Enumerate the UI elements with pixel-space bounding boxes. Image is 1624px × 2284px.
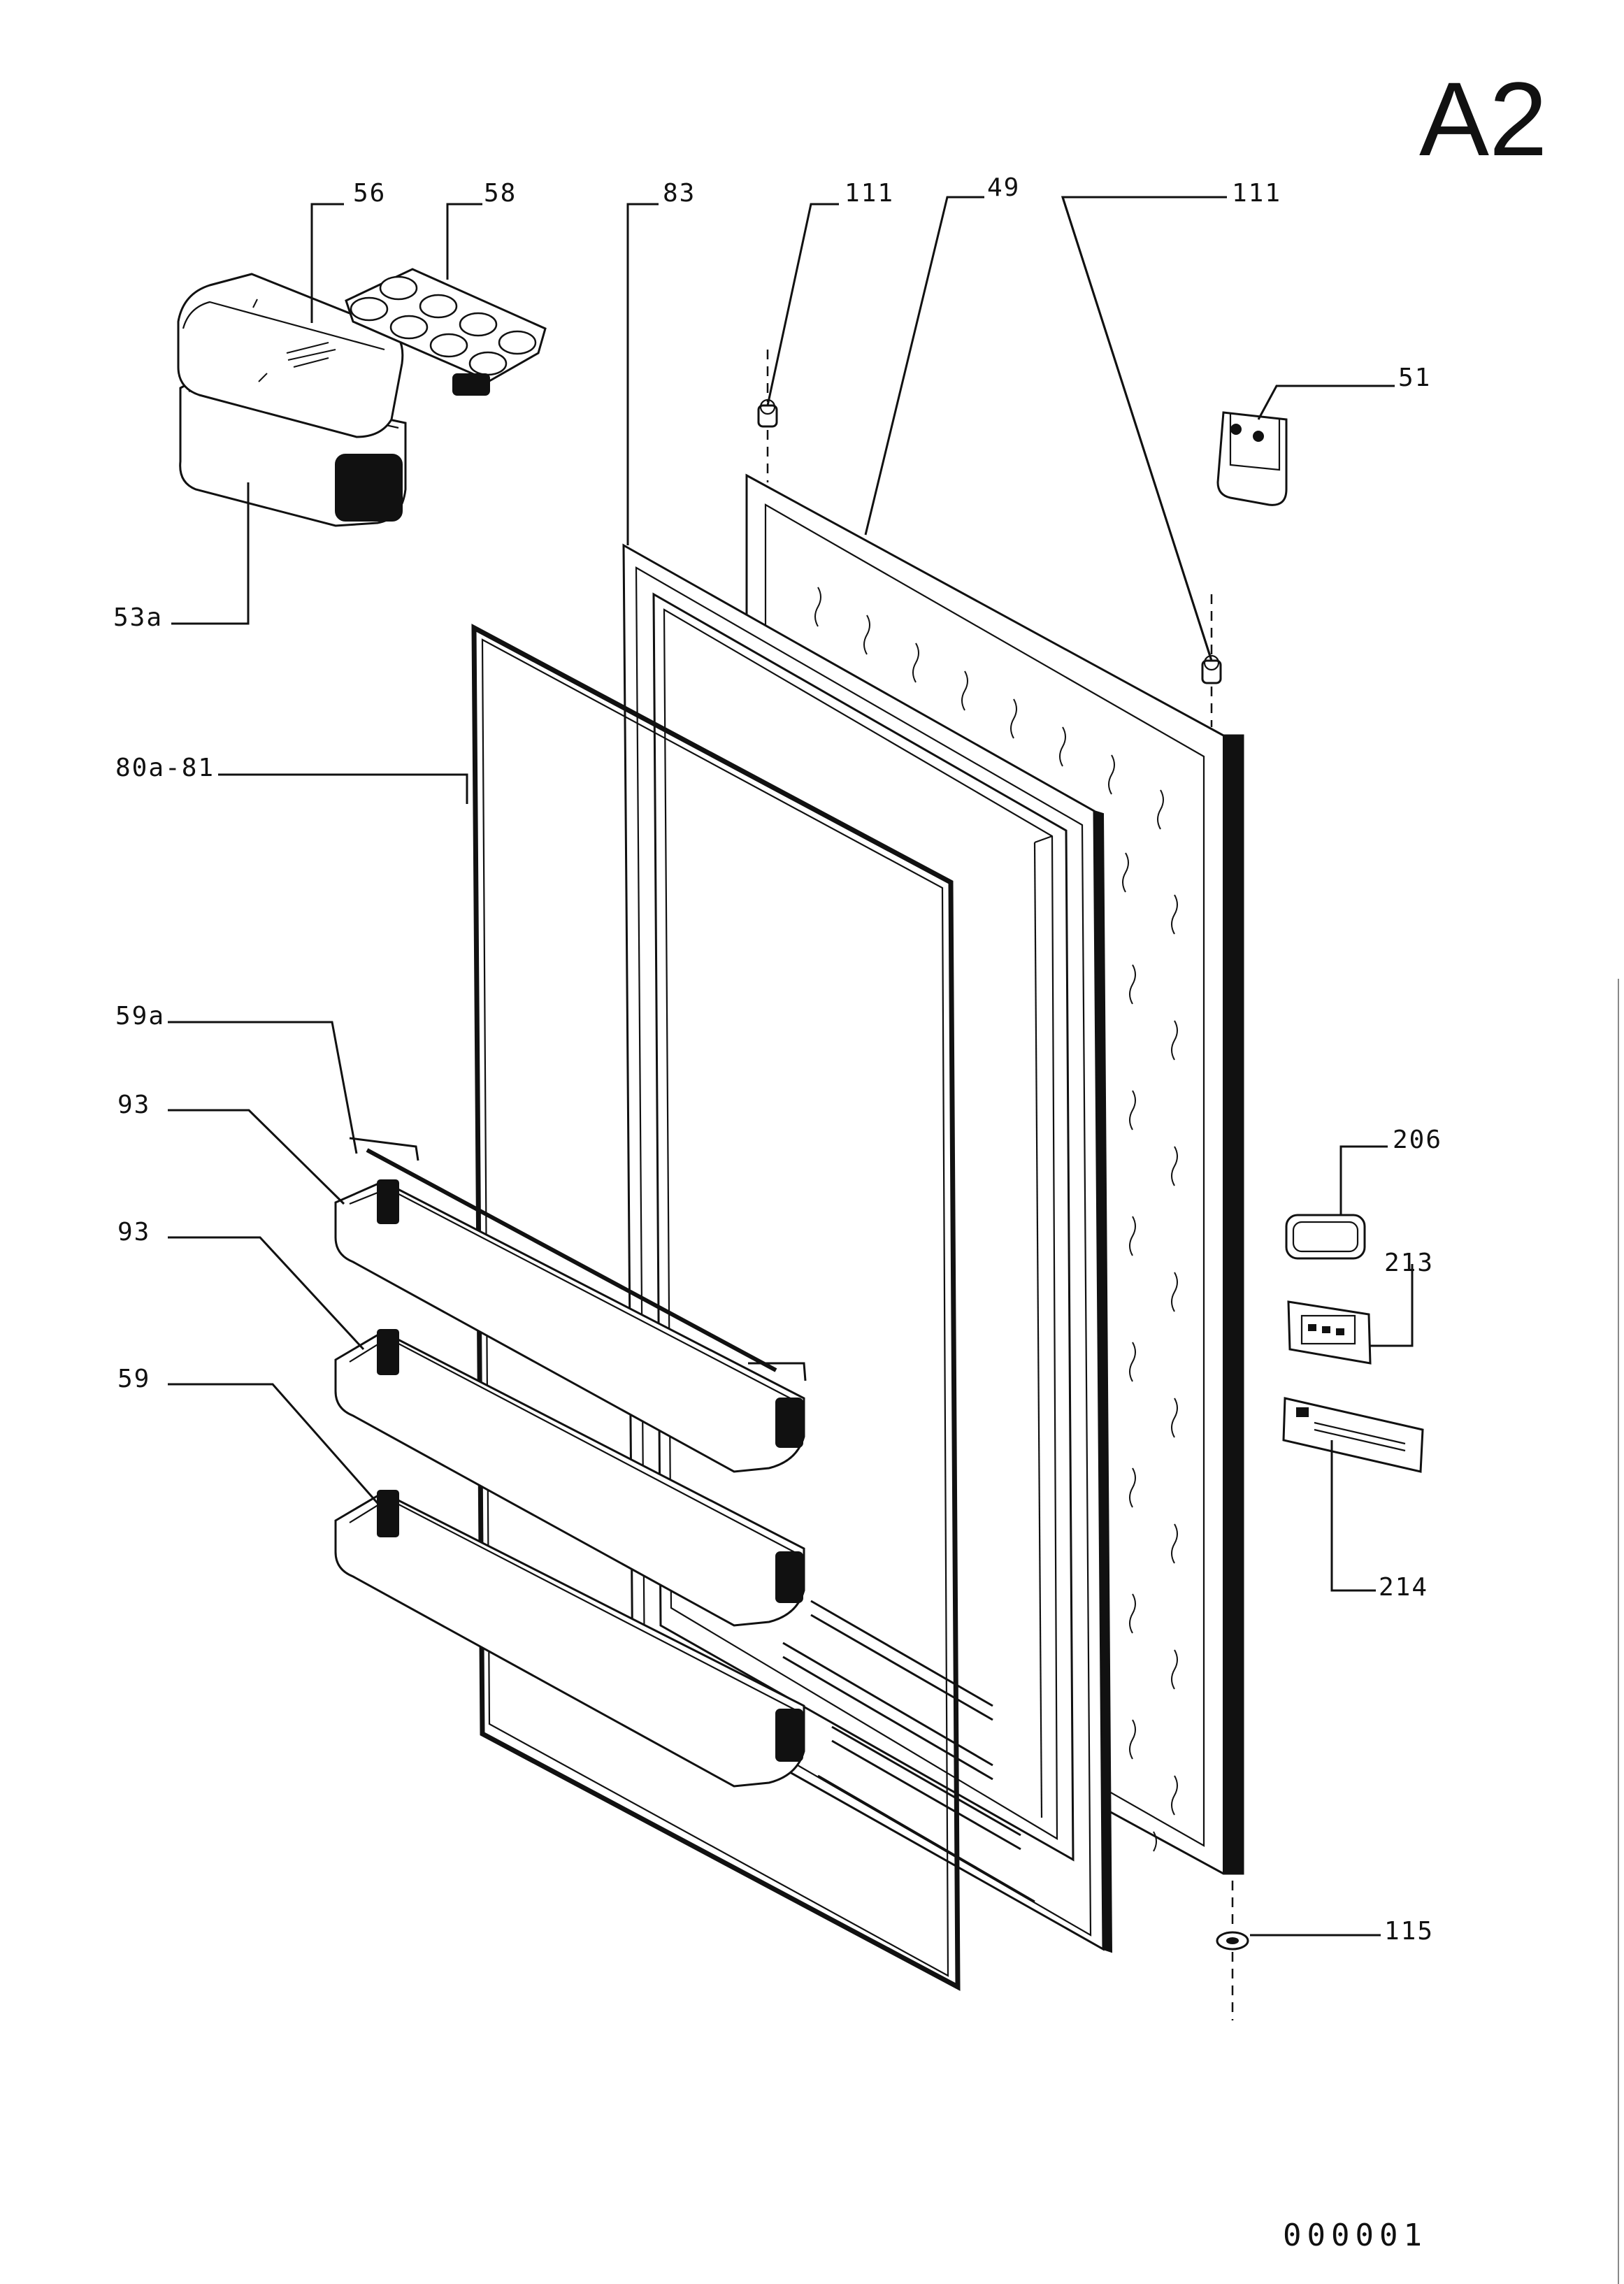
part-51-hinge-bracket [1216,411,1288,506]
callout-93-upper: 93 [117,1091,150,1119]
callout-56: 56 [353,179,386,208]
part-111-plug-side [1201,594,1222,727]
part-58-egg-tray [345,268,547,396]
part-115-washer [1216,1881,1249,2020]
callouts: 56 58 83 111 49 111 51 53a 80a-81 59a 93… [113,173,1442,1946]
document-number: 000001 [1283,2218,1428,2253]
callout-111-side: 111 [1232,179,1281,208]
part-93-shelf-middle [334,1329,805,1627]
callout-214: 214 [1379,1573,1428,1602]
callout-111-top: 111 [845,179,894,208]
part-56-butter-lid [177,273,404,438]
callout-59a: 59a [115,1002,165,1030]
leader-lines [168,196,1414,1937]
callout-59: 59 [117,1365,150,1393]
part-111-plug-top [757,350,778,482]
callout-58: 58 [484,179,517,208]
callout-213: 213 [1384,1249,1434,1277]
part-80a-81-door-gasket [471,624,961,1991]
page-code: A2 [1419,60,1547,178]
callout-51: 51 [1398,364,1431,392]
part-214-handle-plate [1282,1397,1424,1473]
callout-115: 115 [1384,1917,1434,1946]
callout-49: 49 [987,173,1020,202]
callout-93-lower: 93 [117,1218,150,1247]
callout-83: 83 [663,179,696,208]
part-93-shelf-upper [334,1179,805,1473]
insulation-pattern [814,587,1178,1852]
callout-206: 206 [1393,1126,1442,1154]
callout-53a: 53a [113,603,163,632]
part-206-handle-cap [1285,1214,1366,1260]
part-59-shelf-bottom [334,1490,805,1788]
part-59a-retainer-bar [349,1137,807,1381]
part-213-handle-body [1287,1300,1372,1365]
shelf-grooves [782,1600,1035,1903]
callout-80a-81: 80a-81 [115,754,215,782]
